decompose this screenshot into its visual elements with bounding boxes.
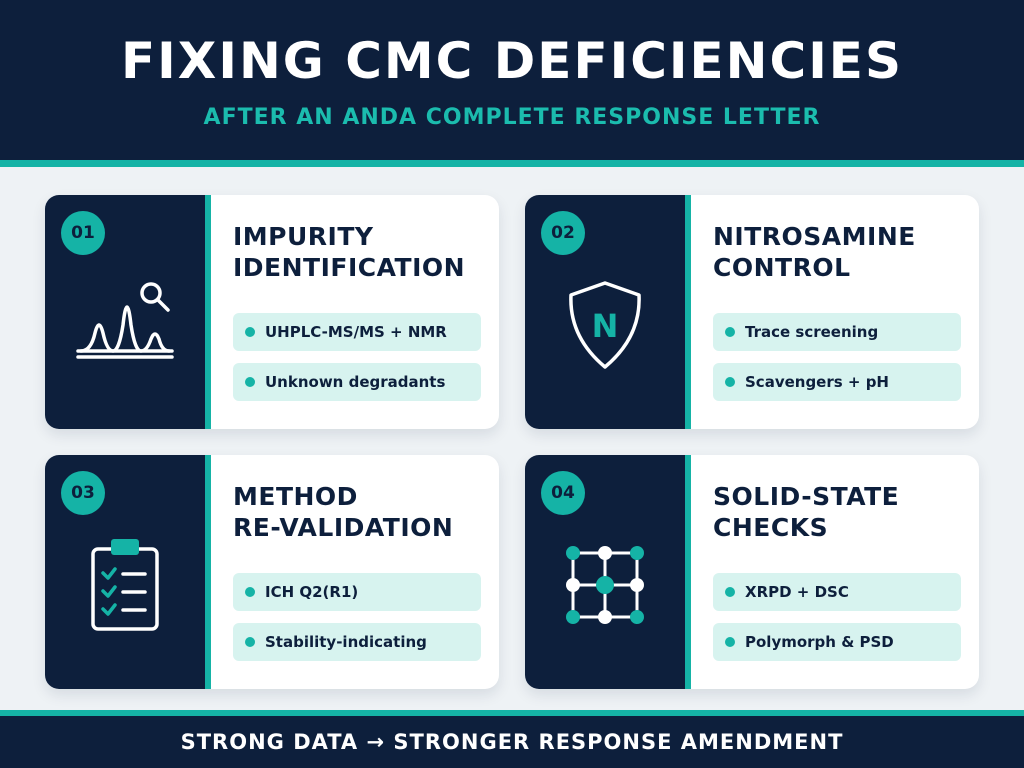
- card-bullet: XRPD + DSC: [713, 573, 961, 611]
- chromatogram-magnifier-icon: [65, 275, 185, 385]
- card-accent-divider: [685, 195, 691, 429]
- card-number-badge: 04: [541, 471, 585, 515]
- card-bullet-text: XRPD + DSC: [745, 583, 849, 601]
- card-impurity-identification: 01 IMPURITY IDENTIFICATION UHPLC-MS/MS +…: [45, 195, 499, 429]
- bullet-dot-icon: [245, 377, 255, 387]
- bullet-dot-icon: [725, 587, 735, 597]
- card-number-badge: 03: [61, 471, 105, 515]
- card-title-line2: IDENTIFICATION: [233, 253, 466, 282]
- shield-n-icon: N: [545, 275, 665, 385]
- bullet-dot-icon: [725, 377, 735, 387]
- bullet-dot-icon: [245, 637, 255, 647]
- card-bullet-text: ICH Q2(R1): [265, 583, 359, 601]
- footer-banner: STRONG DATA → STRONGER RESPONSE AMENDMEN…: [0, 716, 1024, 768]
- card-title: IMPURITY IDENTIFICATION: [233, 221, 483, 283]
- shield-letter: N: [592, 307, 619, 345]
- page-title: FIXING CMC DEFICIENCIES: [121, 32, 903, 90]
- card-title: METHOD RE-VALIDATION: [233, 481, 483, 543]
- card-title-line2: RE-VALIDATION: [233, 513, 454, 542]
- card-bullet: Unknown degradants: [233, 363, 481, 401]
- card-accent-divider: [205, 195, 211, 429]
- card-bullet: Scavengers + pH: [713, 363, 961, 401]
- card-title-line2: CONTROL: [713, 253, 851, 282]
- header-banner: FIXING CMC DEFICIENCIES AFTER AN ANDA CO…: [0, 0, 1024, 160]
- card-bullet-text: Stability-indicating: [265, 633, 427, 651]
- card-icon-panel: 02 N: [525, 195, 685, 429]
- card-title-line1: SOLID-STATE: [713, 482, 900, 511]
- card-title-line1: IMPURITY: [233, 222, 374, 251]
- footer-tagline: STRONG DATA → STRONGER RESPONSE AMENDMEN…: [180, 730, 844, 754]
- card-title-line1: METHOD: [233, 482, 358, 511]
- card-solid-state-checks: 04: [525, 455, 979, 689]
- page-subtitle: AFTER AN ANDA COMPLETE RESPONSE LETTER: [203, 105, 821, 130]
- card-bullet: Stability-indicating: [233, 623, 481, 661]
- card-method-revalidation: 03 METHOD RE-VALIDATION: [45, 455, 499, 689]
- card-bullet-text: Scavengers + pH: [745, 373, 889, 391]
- header-accent-line: [0, 160, 1024, 167]
- card-icon-panel: 03: [45, 455, 205, 689]
- card-number-badge: 01: [61, 211, 105, 255]
- bullet-dot-icon: [725, 327, 735, 337]
- card-bullet-text: Trace screening: [745, 323, 879, 341]
- card-accent-divider: [205, 455, 211, 689]
- bullet-dot-icon: [245, 587, 255, 597]
- card-bullet-text: Polymorph & PSD: [745, 633, 894, 651]
- card-bullet: Polymorph & PSD: [713, 623, 961, 661]
- bullet-dot-icon: [245, 327, 255, 337]
- card-title-line2: CHECKS: [713, 513, 829, 542]
- crystal-lattice-icon: [545, 535, 665, 645]
- card-title: NITROSAMINE CONTROL: [713, 221, 963, 283]
- card-bullet-text: UHPLC-MS/MS + NMR: [265, 323, 447, 341]
- footer-accent-line: [0, 710, 1024, 716]
- card-icon-panel: 01: [45, 195, 205, 429]
- card-title-line1: NITROSAMINE: [713, 222, 916, 251]
- clipboard-checklist-icon: [65, 535, 185, 645]
- card-nitrosamine-control: 02 N NITROSAMINE CONTROL Trace screening…: [525, 195, 979, 429]
- card-number-badge: 02: [541, 211, 585, 255]
- bullet-dot-icon: [725, 637, 735, 647]
- card-title: SOLID-STATE CHECKS: [713, 481, 963, 543]
- card-accent-divider: [685, 455, 691, 689]
- card-bullet: Trace screening: [713, 313, 961, 351]
- card-bullet: ICH Q2(R1): [233, 573, 481, 611]
- card-icon-panel: 04: [525, 455, 685, 689]
- card-bullet-text: Unknown degradants: [265, 373, 446, 391]
- card-bullet: UHPLC-MS/MS + NMR: [233, 313, 481, 351]
